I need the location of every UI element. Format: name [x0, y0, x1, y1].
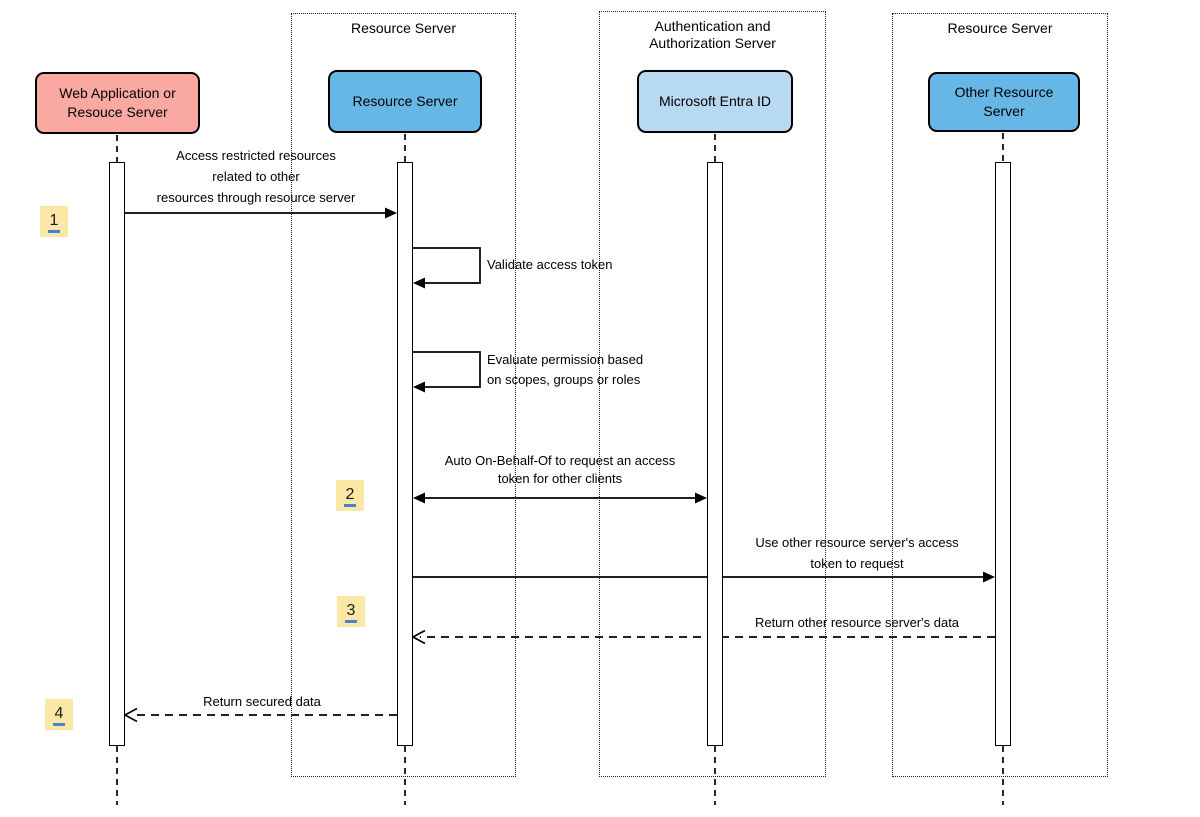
actor-other-resource-server: Other Resource Server — [928, 72, 1080, 132]
frame-label: Authentication and Authorization Server — [649, 18, 776, 51]
activation-bar-entra-id — [707, 162, 723, 746]
step-4-badge[interactable]: 4 — [45, 699, 73, 730]
activation-bar-other-resource-server — [995, 162, 1011, 746]
return-secured-data-arrow — [123, 707, 397, 723]
message-2-arrow — [413, 492, 707, 504]
self-message-validate-arrow — [413, 247, 481, 289]
frame-label: Resource Server — [350, 20, 457, 36]
activation-bar-web-app — [109, 162, 125, 746]
message-1-label: Access restricted resources related to o… — [156, 148, 356, 205]
actor-label: Microsoft Entra ID — [658, 93, 772, 109]
actor-microsoft-entra-id: Microsoft Entra ID — [637, 70, 793, 133]
step-number: 4 — [52, 704, 66, 726]
actor-label: Web Application or Resouce Server — [59, 85, 176, 120]
actor-web-application: Web Application or Resouce Server — [35, 72, 200, 134]
frame-label: Resource Server — [947, 20, 1053, 36]
return-other-data-label: Return other resource server's data — [754, 615, 960, 630]
step-number: 2 — [343, 485, 357, 507]
return-secured-data-label: Return secured data — [203, 694, 321, 709]
step-2-badge[interactable]: 2 — [336, 480, 364, 511]
message-2-label: Auto On-Behalf-Of to request an access t… — [444, 453, 676, 486]
actor-label: Resource Server — [352, 93, 458, 109]
step-1-badge[interactable]: 1 — [40, 206, 68, 237]
step-number: 1 — [47, 211, 61, 233]
step-3-badge[interactable]: 3 — [337, 596, 365, 627]
self-message-evaluate-label: Evaluate permission based on scopes, gro… — [487, 352, 644, 387]
message-3-label: Use other resource server's access token… — [755, 535, 959, 571]
message-1-arrow — [125, 207, 397, 219]
activation-bar-resource-server — [397, 162, 413, 746]
self-message-evaluate-arrow — [413, 351, 481, 393]
frame-resource-server-left: Resource Server — [291, 13, 516, 777]
step-number: 3 — [344, 601, 358, 623]
frame-resource-server-right: Resource Server — [892, 13, 1108, 777]
message-3-arrow — [413, 571, 995, 583]
frame-auth-server: Authentication and Authorization Server — [599, 11, 826, 777]
actor-resource-server: Resource Server — [328, 70, 482, 133]
actor-label: Other Resource Server — [954, 84, 1054, 119]
self-message-validate-label: Validate access token — [487, 257, 613, 272]
